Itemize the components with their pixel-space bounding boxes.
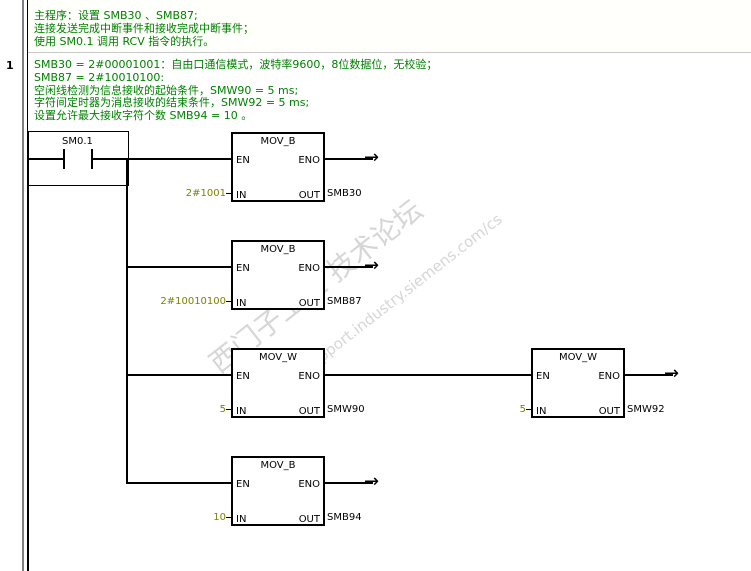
block5-title: MOV_B <box>260 460 296 471</box>
network-comment-line1: SMB30 = 2#00001001：自由口通信模式，波特率9600，8位数据位… <box>34 58 438 71</box>
block3-to-block4-wire <box>325 374 533 376</box>
block5-eno-pin: ENO <box>298 479 320 490</box>
block4-out-pin: OUT <box>598 406 620 417</box>
block1-in-pin: IN <box>236 190 247 201</box>
block5-in-value[interactable]: 10 <box>213 512 226 523</box>
block4-in-value[interactable]: 5 <box>519 404 526 415</box>
block2-eno-arrow-icon: → <box>364 255 380 276</box>
mov-w-block-3[interactable]: MOV_W EN ENO IN OUT <box>231 348 325 418</box>
mov-b-block-5[interactable]: MOV_B EN ENO IN OUT <box>231 456 325 526</box>
block4-eno-arrow-icon: → <box>664 363 680 384</box>
block1-in-tick <box>226 193 232 194</box>
contact-label: SM0.1 <box>62 136 93 147</box>
branch-wire <box>126 158 128 484</box>
block3-en-wire <box>127 374 233 376</box>
network-comment-line4: 字符间定时器为消息接收的结束条件，SMW92 = 5 ms; <box>34 96 310 109</box>
block2-eno-pin: ENO <box>298 263 320 274</box>
network-number[interactable]: 1 <box>6 59 14 72</box>
block2-en-pin: EN <box>236 263 250 274</box>
block1-out-pin: OUT <box>298 190 320 201</box>
network-gutter <box>0 0 22 571</box>
block4-eno-wire <box>625 374 673 376</box>
program-comment-area[interactable] <box>28 0 751 53</box>
block4-title: MOV_W <box>558 352 598 363</box>
block3-title: MOV_W <box>258 352 298 363</box>
block3-out-value[interactable]: SMW90 <box>327 404 365 415</box>
block2-eno-wire <box>325 266 373 268</box>
block1-eno-pin: ENO <box>298 155 320 166</box>
block2-in-value[interactable]: 2#10010100 <box>160 296 226 307</box>
block3-eno-pin: ENO <box>298 371 320 382</box>
contact-right-plate[interactable] <box>91 149 93 169</box>
program-comment-line1: 主程序：设置 SMB30 、SMB87; <box>34 9 198 22</box>
power-rail <box>27 131 29 571</box>
block5-en-wire <box>127 482 233 484</box>
block3-in-value[interactable]: 5 <box>219 404 226 415</box>
block1-eno-arrow-icon: → <box>364 147 380 168</box>
block5-out-pin: OUT <box>298 514 320 525</box>
block5-in-tick <box>226 517 232 518</box>
mov-b-block-1[interactable]: MOV_B EN ENO IN OUT <box>231 132 325 202</box>
block4-in-tick <box>526 409 532 410</box>
block2-en-wire <box>127 266 233 268</box>
block3-in-tick <box>226 409 232 410</box>
mov-w-block-4[interactable]: MOV_W EN ENO IN OUT <box>531 348 625 418</box>
block1-out-value[interactable]: SMB30 <box>327 188 362 199</box>
block2-in-pin: IN <box>236 298 247 309</box>
contact-wire-left <box>29 158 63 160</box>
program-comment-line2: 连接发送完成中断事件和接收完成中断事件； <box>34 22 254 35</box>
block2-title: MOV_B <box>260 244 296 255</box>
block4-out-value[interactable]: SMW92 <box>627 404 665 415</box>
program-comment-line3: 使用 SM0.1 调用 RCV 指令的执行。 <box>34 35 215 48</box>
block1-en-wire <box>127 158 233 160</box>
network-comment-line5: 设置允许最大接收字符个数 SMB94 = 10 。 <box>34 109 253 122</box>
block4-eno-pin: ENO <box>598 371 620 382</box>
block1-eno-wire <box>325 158 373 160</box>
block1-en-pin: EN <box>236 155 250 166</box>
mov-b-block-2[interactable]: MOV_B EN ENO IN OUT <box>231 240 325 310</box>
network-comment-line3: 空闲线检测为信息接收的起始条件，SMW90 = 5 ms; <box>34 84 299 97</box>
block2-in-tick <box>226 301 232 302</box>
block1-in-value[interactable]: 2#1001 <box>185 188 226 199</box>
block5-out-value[interactable]: SMB94 <box>327 512 362 523</box>
block5-en-pin: EN <box>236 479 250 490</box>
block2-out-value[interactable]: SMB87 <box>327 296 362 307</box>
gutter-border <box>22 0 24 571</box>
network-comment-line2: SMB87 = 2#10010100: <box>34 71 165 84</box>
block3-in-pin: IN <box>236 406 247 417</box>
block4-en-pin: EN <box>536 371 550 382</box>
block4-in-pin: IN <box>536 406 547 417</box>
block5-in-pin: IN <box>236 514 247 525</box>
block5-eno-arrow-icon: → <box>364 471 380 492</box>
block5-eno-wire <box>325 482 373 484</box>
block3-en-pin: EN <box>236 371 250 382</box>
block2-out-pin: OUT <box>298 298 320 309</box>
contact-left-plate[interactable] <box>63 149 65 169</box>
block1-title: MOV_B <box>260 136 296 147</box>
block3-out-pin: OUT <box>298 406 320 417</box>
